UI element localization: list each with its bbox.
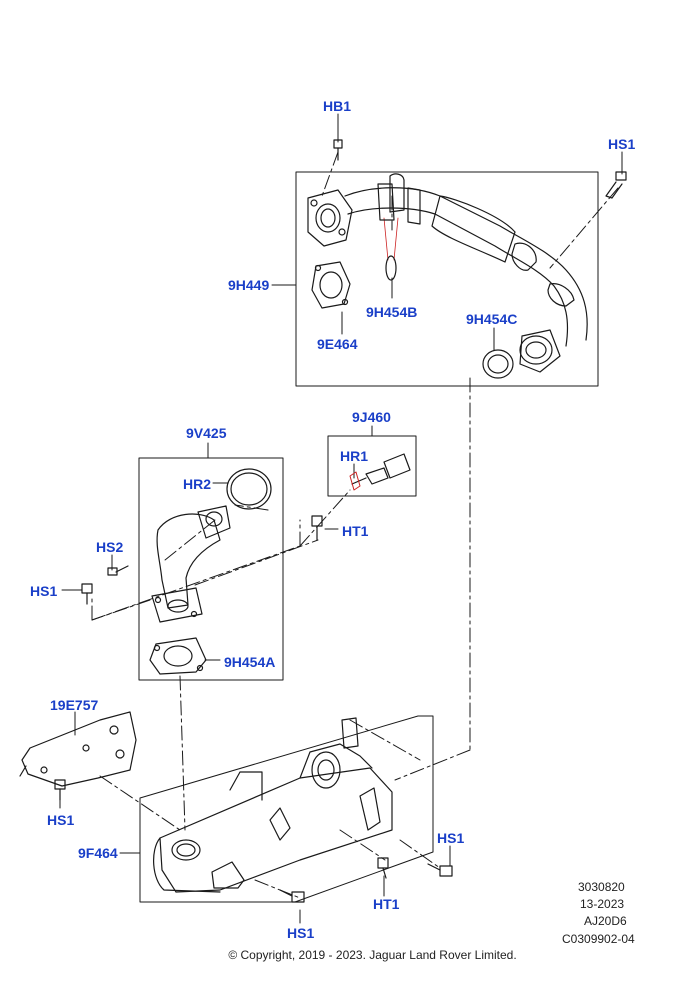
callout-9h449[interactable]: 9H449 xyxy=(228,277,270,293)
callout-ht1-mid[interactable]: HT1 xyxy=(342,523,369,539)
callout-hr2[interactable]: HR2 xyxy=(183,476,212,492)
callout-hs1-top[interactable]: HS1 xyxy=(608,136,636,152)
gasket-9h454c xyxy=(482,349,514,379)
bolt-hs1-right xyxy=(427,863,453,877)
callout-9h454b[interactable]: 9H454B xyxy=(366,304,418,320)
box-9f464-group xyxy=(139,715,434,903)
o-ring-locator-lines xyxy=(383,217,399,261)
callout-9h454c[interactable]: 9H454C xyxy=(466,311,518,327)
callout-ht1-bottom[interactable]: HT1 xyxy=(373,896,400,912)
bolt-hs1-mid xyxy=(81,583,93,605)
reference-illustration-id: C0309902-04 xyxy=(562,932,635,946)
reference-model-code: AJ20D6 xyxy=(584,914,627,928)
callout-9h454a[interactable]: 9H454A xyxy=(224,654,276,670)
bolt-hs1-left xyxy=(54,779,66,801)
callout-9e464[interactable]: 9E464 xyxy=(317,336,358,352)
bracket-19e757 xyxy=(19,711,137,787)
callout-hs1-left[interactable]: HS1 xyxy=(47,812,75,828)
o-ring-9h454b xyxy=(385,255,397,281)
copyright-notice: © Copyright, 2019 - 2023. Jaguar Land Ro… xyxy=(228,948,517,962)
box-9h449-group xyxy=(295,171,599,387)
callout-hs1-right[interactable]: HS1 xyxy=(437,830,465,846)
callout-hb1[interactable]: HB1 xyxy=(323,98,352,114)
box-9v425-group xyxy=(138,457,284,681)
assembly-lines xyxy=(91,151,619,899)
clip-hr1 xyxy=(349,471,361,491)
box-9j460-group xyxy=(327,435,417,497)
callout-9f464[interactable]: 9F464 xyxy=(78,845,118,861)
callout-hr1[interactable]: HR1 xyxy=(340,448,369,464)
stud-ht1-mid xyxy=(311,515,323,541)
callout-9v425[interactable]: 9V425 xyxy=(186,425,227,441)
bolt-hs2 xyxy=(107,565,129,576)
o-ring-hr2 xyxy=(226,468,272,510)
gasket-9e464 xyxy=(311,261,351,309)
callout-hs1-mid[interactable]: HS1 xyxy=(30,583,58,599)
egr-elbow-9v425 xyxy=(151,505,231,623)
gasket-9h454a xyxy=(149,637,207,675)
egr-cooler-9f464 xyxy=(153,717,393,893)
reference-number: 3030820 xyxy=(578,880,625,894)
callout-19e757[interactable]: 19E757 xyxy=(50,697,99,713)
bolt-hs1-bottom xyxy=(279,889,305,903)
bolt-hb1 xyxy=(333,139,343,161)
stud-ht1-bottom xyxy=(377,857,389,879)
callout-hs2[interactable]: HS2 xyxy=(96,539,124,555)
reference-date: 13-2023 xyxy=(580,897,625,911)
bolt-hs1-top xyxy=(605,171,627,199)
callout-9j460[interactable]: 9J460 xyxy=(352,409,391,425)
callout-hs1-bottom[interactable]: HS1 xyxy=(287,925,315,941)
egr-tube-9h449 xyxy=(307,173,588,373)
